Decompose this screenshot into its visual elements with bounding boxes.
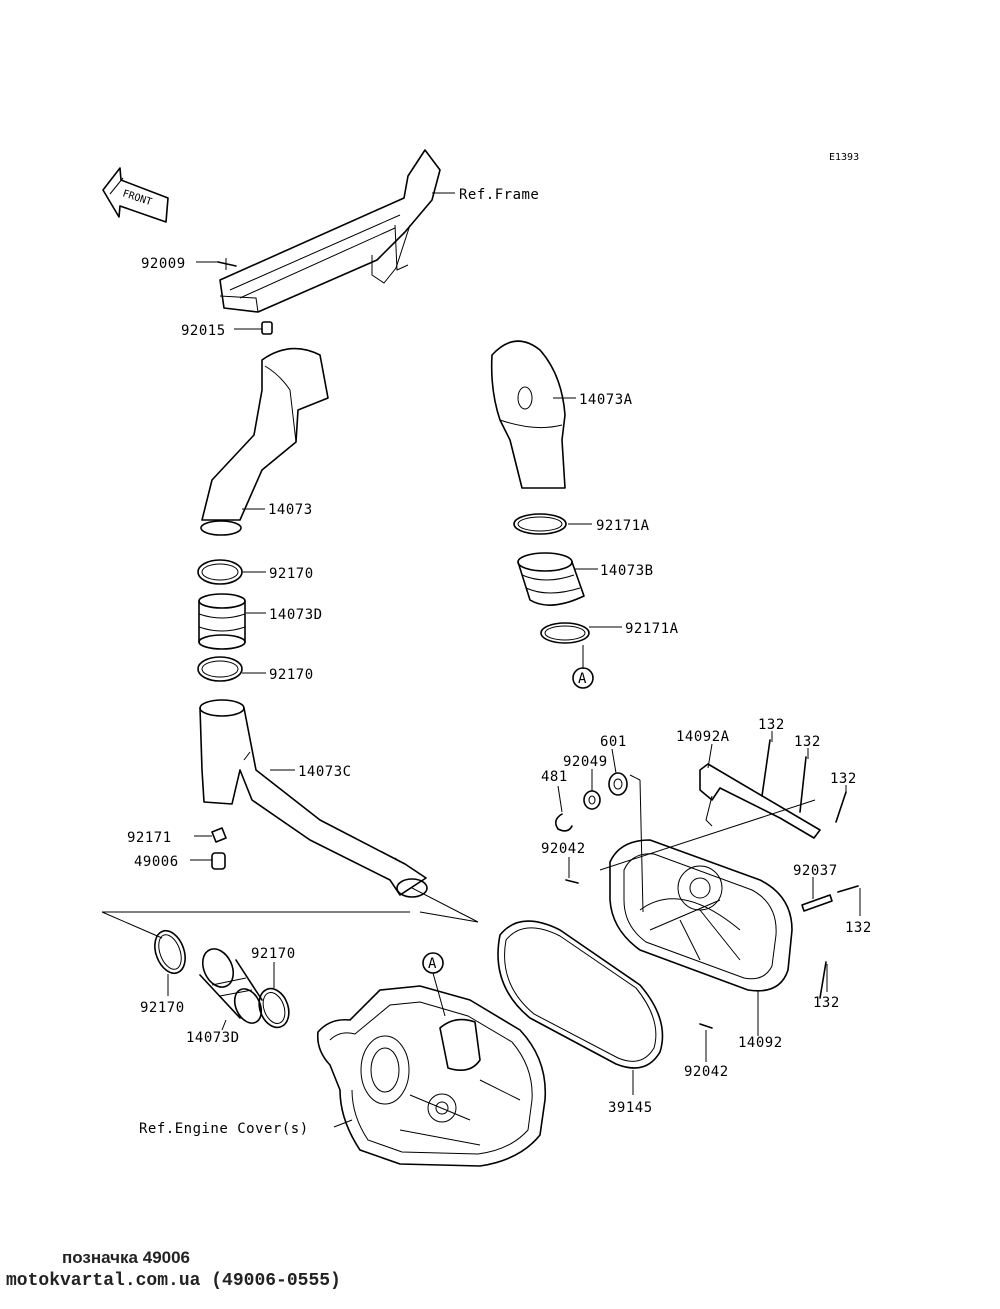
clamp-92170-left	[154, 929, 186, 975]
duct-14073A	[490, 340, 566, 489]
label-132-a: 132	[758, 717, 785, 733]
reference-a-lower: A	[422, 952, 444, 974]
label-14092: 14092	[738, 1035, 783, 1051]
svg-text:A: A	[428, 956, 437, 972]
label-481: 481	[541, 769, 568, 785]
label-92171: 92171	[127, 830, 172, 846]
label-14073A: 14073A	[579, 392, 633, 408]
label-ref-engine-cover: Ref.Engine Cover(s)	[139, 1121, 309, 1137]
label-39145: 39145	[608, 1100, 653, 1116]
label-ref-frame: Ref.Frame	[459, 187, 539, 203]
clamp-92170-upper	[197, 559, 243, 585]
diagram-code: E1393	[829, 152, 859, 163]
label-14073C: 14073C	[298, 764, 352, 780]
bolt-132-c	[835, 791, 847, 823]
engine-cover	[316, 985, 547, 1167]
label-92170-left: 92170	[140, 1000, 185, 1016]
front-label: FRONT	[121, 188, 153, 208]
cap-49006	[211, 852, 226, 870]
label-132-d: 132	[845, 920, 872, 936]
bracket-14092A	[699, 763, 821, 839]
dowel-92042-upper	[565, 879, 579, 884]
footer-source: motokvartal.com.ua (49006-0555)	[6, 1271, 341, 1291]
label-92037: 92037	[793, 863, 838, 879]
bearing-601	[608, 772, 628, 796]
duct-14073	[200, 347, 329, 536]
bolt-132-b	[799, 756, 807, 813]
label-92170-right: 92170	[251, 946, 296, 962]
duct-14073C	[199, 699, 428, 898]
label-14073D-lower: 14073D	[186, 1030, 240, 1046]
label-92015: 92015	[181, 323, 226, 339]
reference-a-upper: A	[572, 667, 594, 689]
bolt-132-e	[819, 961, 827, 999]
sleeve-14073B	[517, 552, 585, 606]
clamp-92170-right	[258, 987, 290, 1029]
svg-text:A: A	[578, 671, 587, 687]
bolt-132-d	[837, 885, 859, 893]
bolt-92009	[217, 258, 237, 270]
seal-92049	[583, 790, 601, 810]
clip-92171	[211, 827, 227, 843]
front-arrow-icon: FRONT	[102, 167, 169, 223]
clutch-cover-14092	[599, 774, 816, 992]
label-132-e: 132	[813, 995, 840, 1011]
label-92049: 92049	[563, 754, 608, 770]
circlip-481	[554, 813, 573, 832]
label-14073D-upper: 14073D	[269, 607, 323, 623]
label-132-c: 132	[830, 771, 857, 787]
clamp-92170-lower	[197, 656, 243, 682]
label-92170-upper: 92170	[269, 566, 314, 582]
footer-note: позначка 49006	[62, 1248, 191, 1267]
label-601: 601	[600, 734, 627, 750]
dowel-92042-lower	[699, 1023, 713, 1029]
seal-39145	[497, 920, 664, 1069]
pin-92037	[801, 894, 833, 912]
label-92170-lower: 92170	[269, 667, 314, 683]
label-132-b: 132	[794, 734, 821, 750]
label-14073B: 14073B	[600, 563, 654, 579]
label-14073: 14073	[268, 502, 313, 518]
clamp-92171A-upper	[513, 513, 567, 535]
bolt-132-a	[761, 739, 771, 797]
frame-part	[219, 149, 441, 313]
label-92042-lower: 92042	[684, 1064, 729, 1080]
clamp-92171A-lower	[540, 622, 590, 644]
sleeve-14073D-upper	[198, 593, 246, 650]
grommet-92015	[261, 321, 273, 335]
label-14092A: 14092A	[676, 729, 730, 745]
label-92171A-upper: 92171A	[596, 518, 650, 534]
label-92042-upper: 92042	[541, 841, 586, 857]
label-92009: 92009	[141, 256, 186, 272]
label-49006: 49006	[134, 854, 179, 870]
label-92171A-lower: 92171A	[625, 621, 679, 637]
